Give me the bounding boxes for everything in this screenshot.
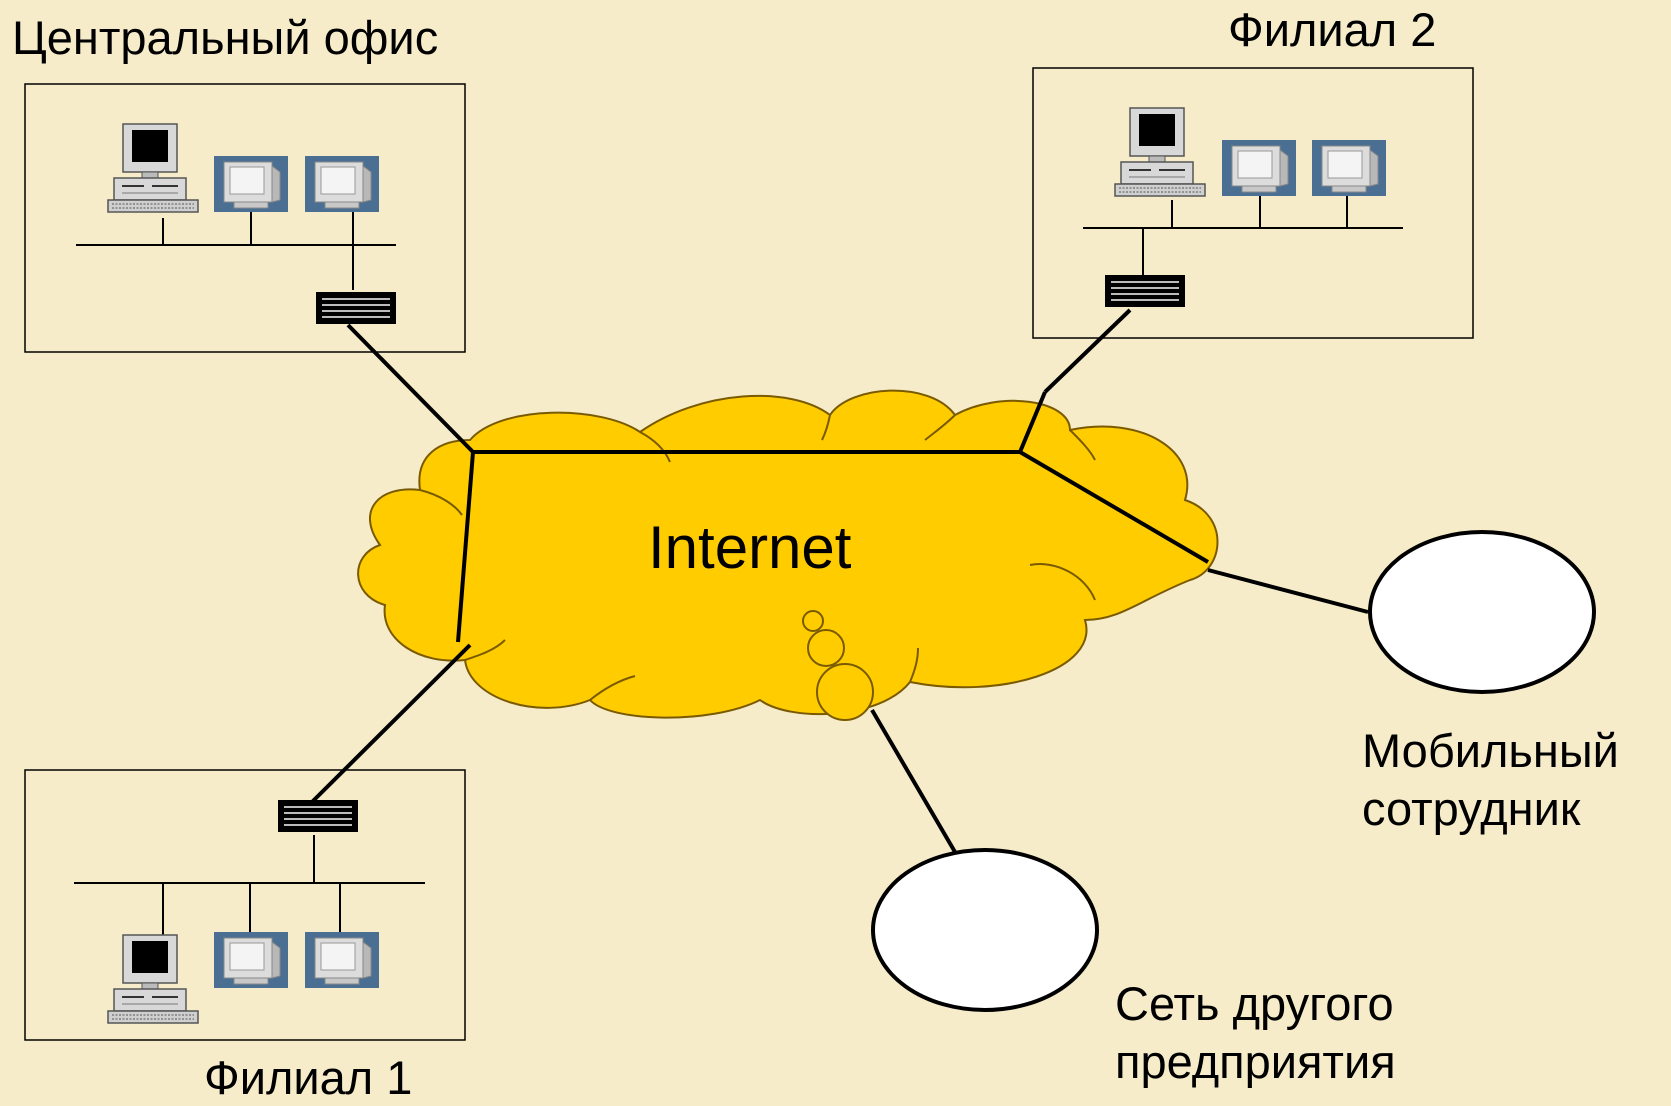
mobile-employee-label-line1: Мобильный (1362, 724, 1619, 777)
router-icon (1104, 274, 1186, 308)
server-computer-icon (1114, 107, 1206, 197)
workstation-monitor-icon (1311, 139, 1387, 197)
other-enterprise-label-line2: предприятия (1115, 1035, 1396, 1088)
router-icon (277, 799, 359, 833)
central-office-site (24, 83, 466, 353)
workstation-monitor-icon (1221, 139, 1297, 197)
branch-2-label: Филиал 2 (1228, 3, 1437, 56)
mobile-employee-node (1368, 530, 1596, 694)
mobile-employee-label: Мобильный сотрудник (1362, 722, 1619, 838)
mobile-employee-label-line2: сотрудник (1362, 782, 1581, 835)
workstation-monitor-icon (304, 931, 380, 989)
branch-1-site (24, 769, 466, 1041)
workstation-monitor-icon (304, 155, 380, 213)
access-links (310, 308, 1369, 854)
branch-2-site (1032, 67, 1474, 339)
workstation-monitor-icon (213, 155, 289, 213)
other-enterprise-label-line1: Сеть другого (1115, 977, 1394, 1030)
internet-label: Internet (648, 514, 852, 581)
other-enterprise-label: Сеть другого предприятия (1115, 975, 1396, 1091)
server-computer-icon (107, 123, 199, 213)
branch-1-label: Филиал 1 (204, 1051, 413, 1104)
workstation-monitor-icon (213, 931, 289, 989)
central-office-label: Центральный офис (12, 11, 439, 64)
server-computer-icon (107, 934, 199, 1024)
other-enterprise-node (871, 848, 1099, 1012)
router-icon (315, 291, 397, 325)
internet-cloud (357, 389, 1219, 721)
backbone-links (456, 391, 1210, 643)
